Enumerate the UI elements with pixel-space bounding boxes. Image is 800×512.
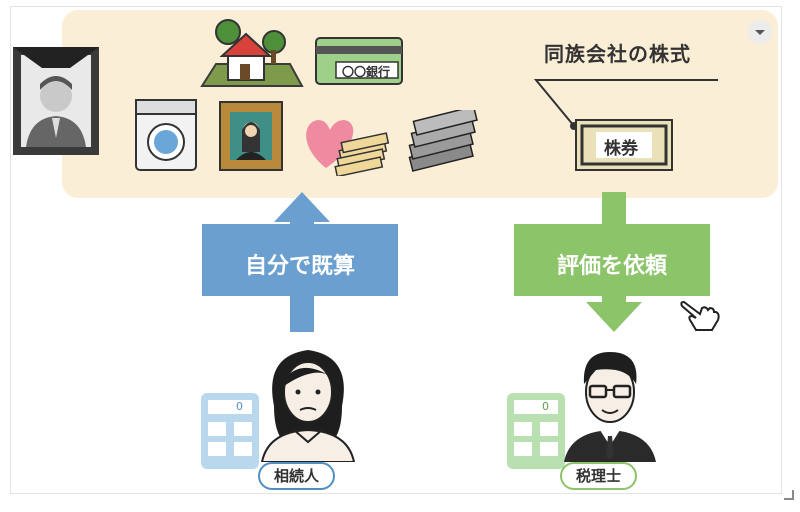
right-arrow-label: 評価を依頼: [556, 254, 667, 279]
hand-cursor-icon: [680, 294, 724, 338]
portrait-icon: [12, 46, 100, 160]
dropdown-icon[interactable]: [748, 20, 772, 44]
house-icon: [198, 16, 304, 94]
accountant-person-icon: [556, 336, 664, 466]
accountant-label: 税理士: [560, 462, 638, 490]
down-arrow: [514, 192, 710, 332]
asset-title: 同族会社の株式: [544, 42, 691, 66]
up-arrow: [202, 192, 398, 332]
bank-label: 〇〇銀行: [342, 65, 391, 79]
left-arrow-label: 自分で既算: [244, 254, 355, 279]
calc-display-right: 0: [542, 400, 549, 413]
calc-display: 0: [236, 400, 243, 413]
cash-stack-icon: [404, 105, 480, 176]
heir-label: 相続人: [258, 462, 336, 490]
washing-machine-icon: [134, 98, 198, 176]
calculator-icon-right: 0: [506, 392, 566, 470]
heart-cash-icon: [300, 112, 392, 180]
calculator-icon: 0: [200, 392, 260, 470]
stock-label: 株券: [604, 139, 638, 159]
bankbook-icon: 〇〇銀行: [314, 36, 404, 90]
heir-person-icon: [254, 336, 362, 466]
painting-icon: [218, 100, 284, 176]
stock-certificate-icon: 株券: [574, 118, 674, 172]
resize-handle[interactable]: [784, 490, 794, 500]
